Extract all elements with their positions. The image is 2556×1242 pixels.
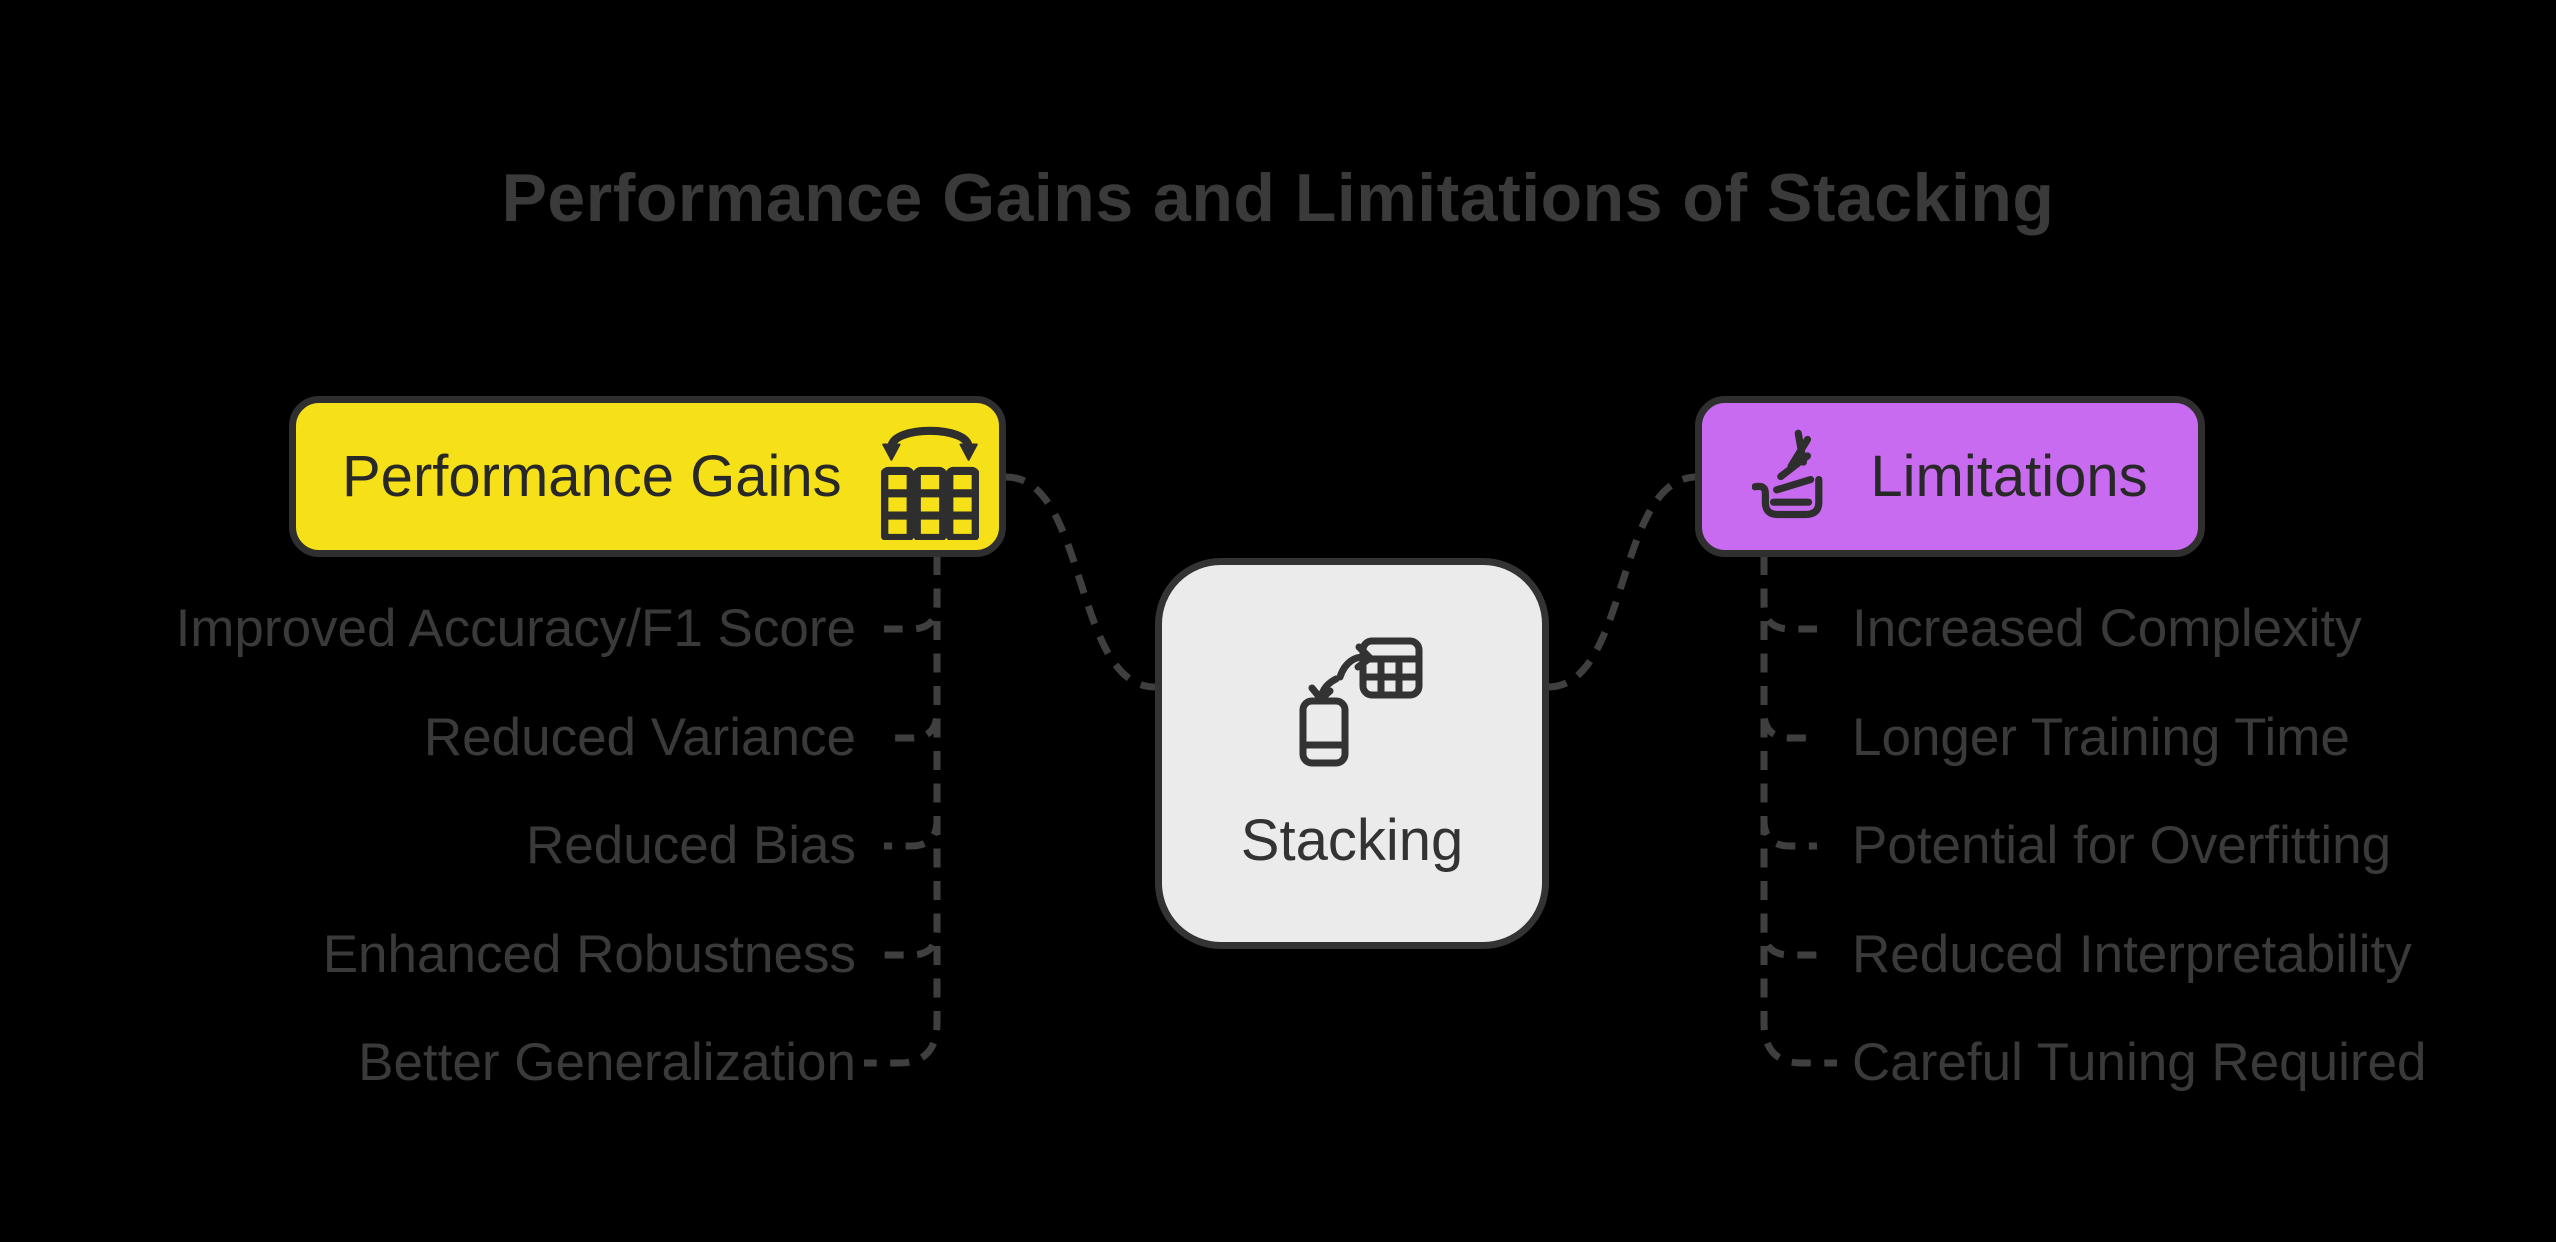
gain-item: Enhanced Robustness [322, 925, 856, 984]
gain-item: Improved Accuracy/F1 Score [175, 599, 856, 658]
limitations-node: Limitations [1695, 396, 2205, 557]
limitation-item: Increased Complexity [1852, 599, 2362, 658]
edge-stacking-to-limitations [1547, 473, 1698, 691]
stacking-node: Stacking [1155, 558, 1549, 949]
performance-gains-node: Performance Gains [289, 396, 1006, 557]
limitation-item: Careful Tuning Required [1852, 1033, 2427, 1092]
edges-limitations-items [1760, 556, 1837, 1067]
stack-fan-icon [1752, 429, 1823, 519]
edge-gains-to-stacking [1005, 473, 1156, 691]
ensemble-columns-icon [881, 426, 979, 540]
gain-item: Reduced Bias [526, 816, 856, 875]
limitations-label: Limitations [1870, 444, 2148, 509]
limitation-item: Reduced Interpretability [1852, 925, 2412, 984]
gain-item: Reduced Variance [423, 708, 856, 767]
phone-table-transfer-icon [1299, 637, 1423, 767]
limitation-item: Potential for Overfitting [1852, 816, 2392, 875]
stacking-label: Stacking [1240, 808, 1464, 873]
performance-gains-label: Performance Gains [342, 444, 842, 509]
diagram-title: Performance Gains and Limitations of Sta… [501, 160, 2055, 236]
gain-item: Better Generalization [358, 1033, 856, 1092]
edges-gains-items [864, 556, 941, 1067]
limitation-item: Longer Training Time [1852, 708, 2350, 767]
